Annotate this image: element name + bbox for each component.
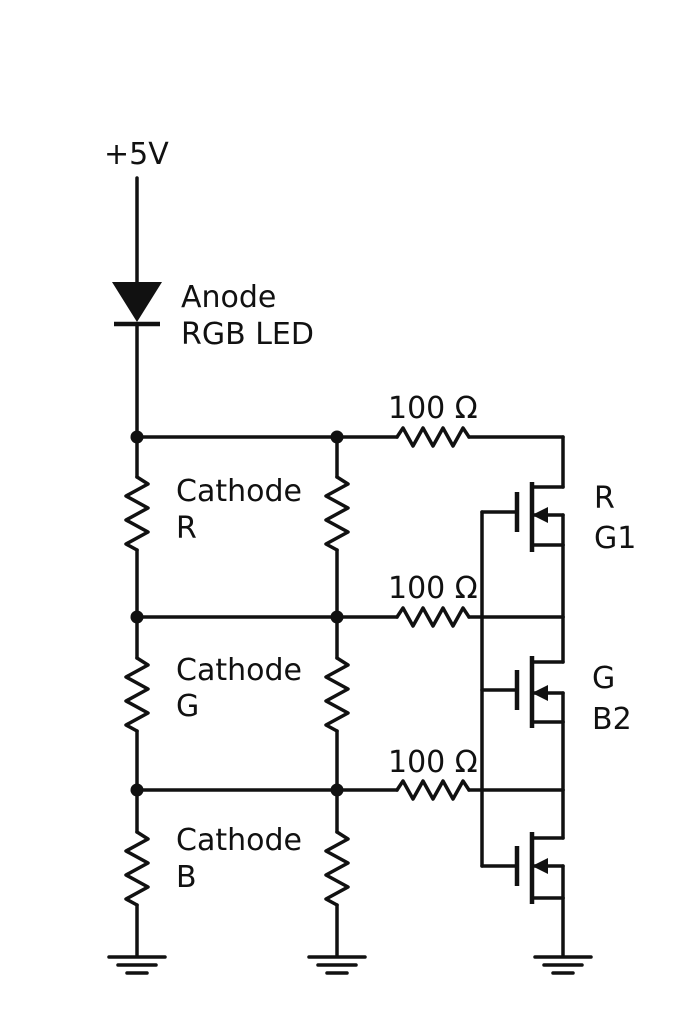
mosfet-1-label-line1: R xyxy=(594,481,615,516)
ground-icon xyxy=(307,955,367,975)
mosfet-2-label-line1: G xyxy=(592,661,615,696)
left-column xyxy=(124,435,150,957)
mosfet-1 xyxy=(514,435,565,619)
led-label-anode: Anode xyxy=(181,280,276,315)
ground-icon xyxy=(533,955,593,975)
supply-label: +5V xyxy=(104,137,169,172)
mosfet-1-label-line2: G1 xyxy=(594,521,636,556)
junction-dots xyxy=(130,430,344,797)
resistor-r-value: 100 Ω xyxy=(388,391,478,426)
cathode-g-label-line1: Cathode xyxy=(176,653,302,688)
mosfet-3 xyxy=(514,788,565,957)
resistor-b-value: 100 Ω xyxy=(388,745,478,780)
mosfet-2 xyxy=(514,615,565,792)
rgb-led-diode xyxy=(112,282,162,327)
middle-column xyxy=(324,435,350,957)
mosfet-2-label-line2: B2 xyxy=(592,702,632,737)
cathode-g-label-line2: G xyxy=(176,689,199,724)
cathode-r-label-line2: R xyxy=(176,511,197,546)
ground-icon xyxy=(107,955,167,975)
cathode-b-label-line1: Cathode xyxy=(176,823,302,858)
led-label-name: RGB LED xyxy=(181,317,314,352)
rail-r xyxy=(135,426,565,448)
rail-b xyxy=(135,779,565,801)
cathode-r-label-line1: Cathode xyxy=(176,474,302,509)
cathode-b-label-line2: B xyxy=(176,860,197,895)
rail-g xyxy=(135,606,565,628)
gate-bus xyxy=(480,510,519,868)
resistor-g-value: 100 Ω xyxy=(388,571,478,606)
